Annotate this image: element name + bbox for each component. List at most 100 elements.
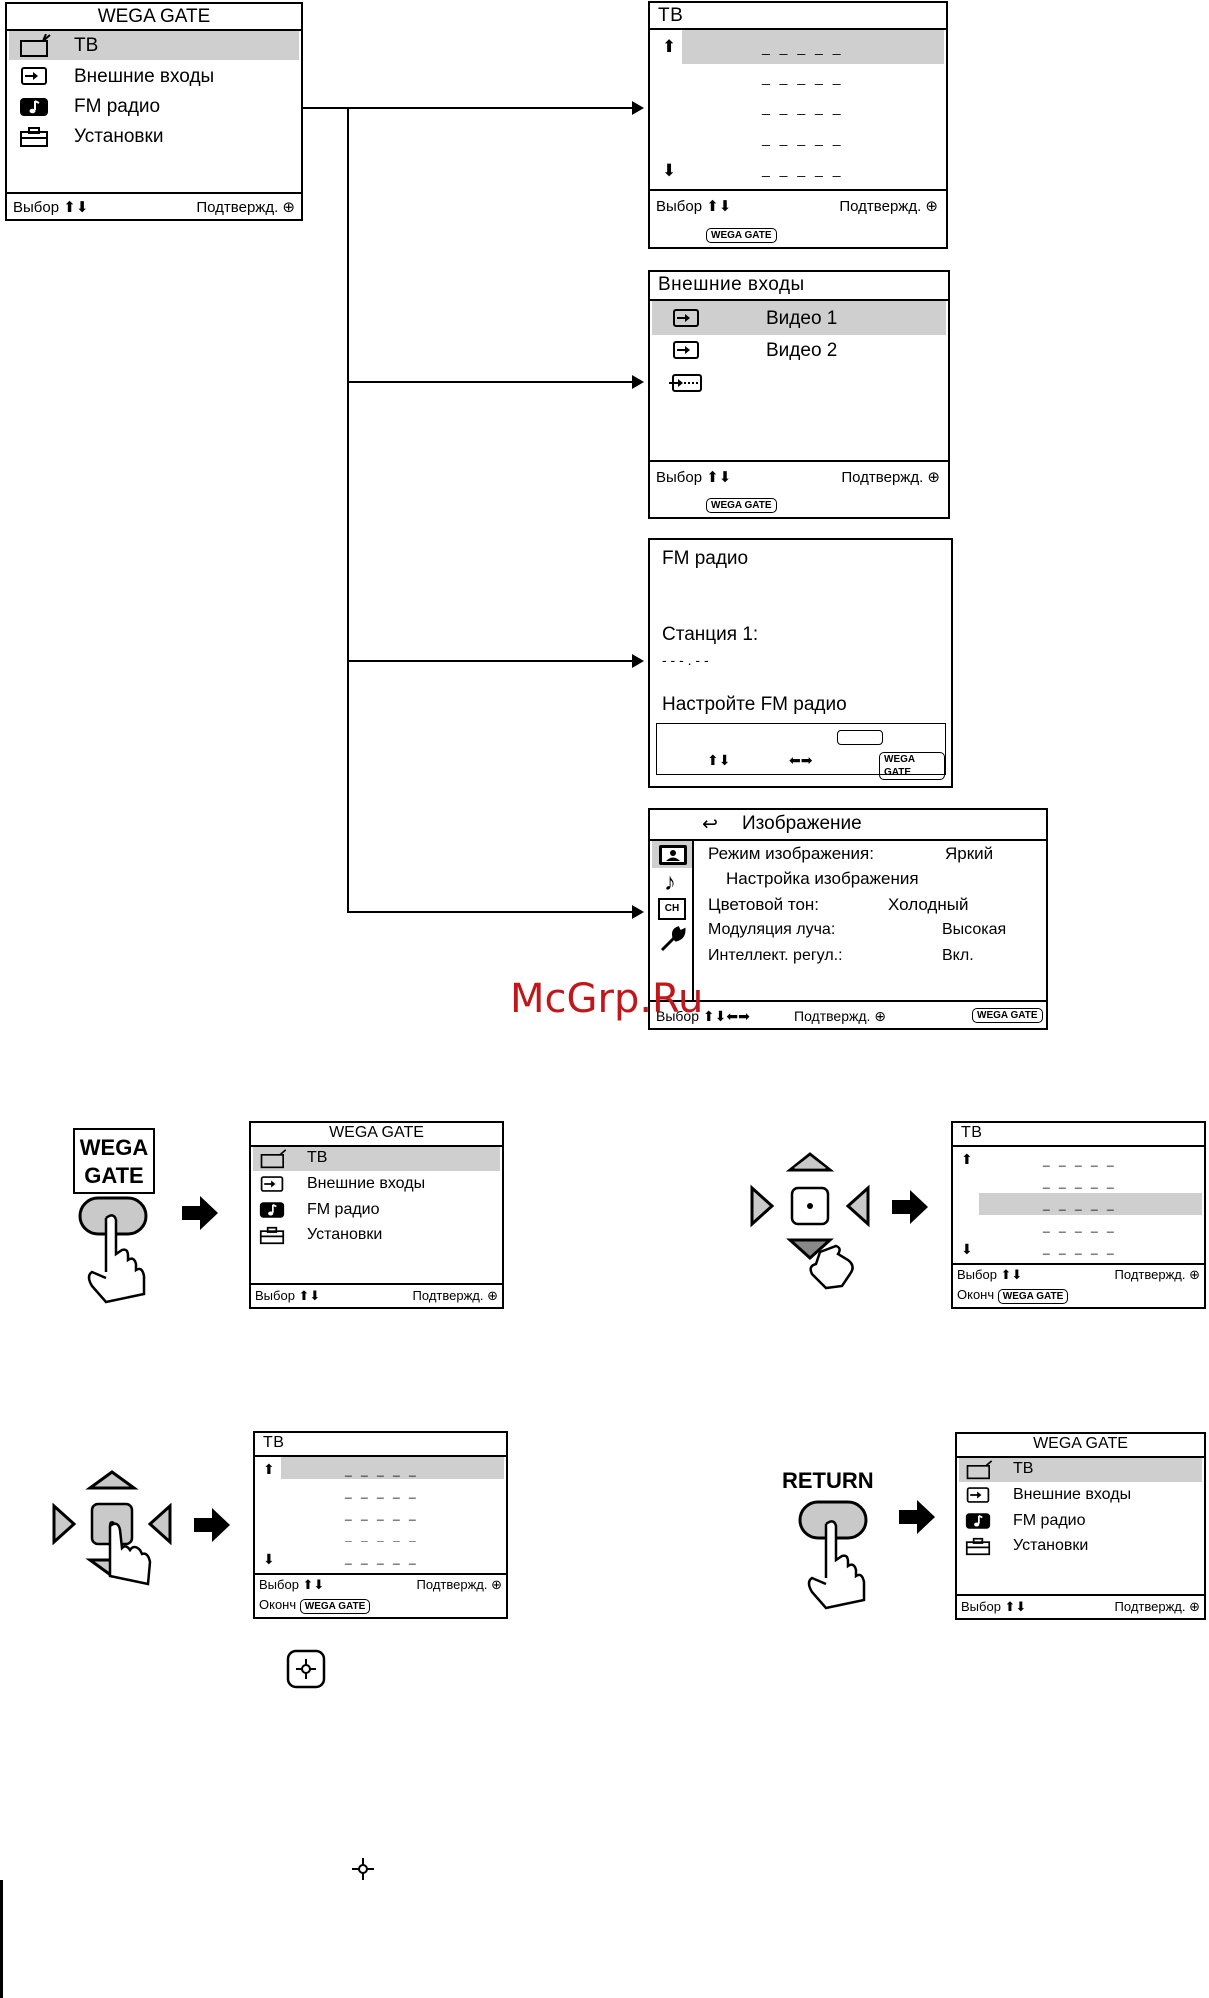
tv-icon (260, 1149, 287, 1169)
menu-item-setup[interactable]: Установки (307, 1226, 383, 1243)
input-icon (673, 341, 699, 359)
footer-confirm: Подтвержд. ⊕ (196, 199, 295, 216)
picture-row-label[interactable]: Настройка изображения (726, 869, 919, 888)
input-icon (21, 67, 47, 85)
down-arrow-icon: ⬇ (961, 1241, 973, 1257)
step-arrow-icon (892, 1190, 928, 1224)
inputs-menu: Внешние входы Видео 1 Видео 2 Выбор ⬆⬇ П… (648, 270, 950, 519)
fm-input-slot[interactable] (837, 730, 883, 745)
channel-slot[interactable]: _ _ _ _ _ (762, 69, 844, 85)
channel-slot[interactable]: _ _ _ _ _ (345, 1507, 419, 1521)
menu-item-inputs[interactable]: Внешние входы (1013, 1486, 1132, 1503)
footer-confirm: Подтвержд. ⊕ (794, 1008, 887, 1024)
channel-slot[interactable]: _ _ _ _ _ (345, 1529, 419, 1543)
menu-item-fm[interactable]: FM радио (74, 96, 161, 117)
up-arrow-icon: ⬆ (263, 1461, 275, 1477)
up-arrow-icon: ⬆ (63, 199, 76, 216)
step-arrow-icon (182, 1196, 218, 1230)
channel-slot[interactable]: _ _ _ _ _ (762, 39, 844, 55)
footer-select: Выбор ⬆⬇ (259, 1577, 325, 1592)
picture-row-value: Яркий (945, 844, 994, 863)
menu-item-tv[interactable]: ТВ (74, 35, 99, 56)
input-video2[interactable]: Видео 2 (766, 340, 838, 361)
footer-select: Выбор ⬆⬇ (961, 1599, 1027, 1614)
inputs-menu-title: Внешние входы (658, 274, 805, 295)
footer-select: Выбор ⬆⬇ (255, 1288, 321, 1303)
footer-confirm: Подтвержд. ⊕ (1114, 1599, 1200, 1614)
tv-menu-step3: ТВ ⬆ _ _ _ _ _ _ _ _ _ _ _ _ _ _ _ _ _ _… (253, 1431, 508, 1619)
tv-menu-title: ТВ (658, 5, 684, 26)
input-icon (673, 309, 699, 327)
down-arrow-icon: ⬇ (662, 161, 677, 180)
channel-slot[interactable]: _ _ _ _ _ (762, 161, 844, 177)
wega-gate-tag: WEGA GATE (879, 752, 945, 780)
input-dotted-icon (669, 374, 702, 392)
channel-slot[interactable]: _ _ _ _ _ (345, 1463, 419, 1477)
footer-select: Выбор ⬆⬇ (957, 1267, 1023, 1282)
fm-control-panel: ⬆⬇ ⬅➡ WEGA GATE (656, 723, 946, 780)
channel-slot[interactable]: _ _ _ _ _ (1043, 1241, 1117, 1255)
picture-row-value: Вкл. (942, 947, 974, 964)
picture-title: Изображение (742, 813, 862, 834)
fm-frequency: - - - . - - (662, 652, 709, 668)
up-arrow-icon: ⬆ (961, 1151, 973, 1167)
fm-station: Станция 1: (662, 624, 759, 645)
dpad-center-press[interactable] (48, 1466, 176, 1596)
picture-row-label[interactable]: Цветовой тон: (708, 895, 820, 914)
fm-menu: FM радио Станция 1: - - - . - - Настройт… (648, 538, 953, 788)
channel-icon: CH (658, 898, 686, 920)
menu-item-setup[interactable]: Установки (1013, 1537, 1089, 1554)
footer-confirm: Подтвержд. ⊕ (839, 198, 938, 215)
tv-menu-step2: ТВ ⬆ _ _ _ _ _ _ _ _ _ _ _ _ _ _ _ _ _ _… (951, 1121, 1206, 1309)
footer-confirm: Подтвержд. ⊕ (412, 1288, 498, 1303)
fm-tune: Настройте FM радио (662, 694, 847, 715)
menu-item-fm[interactable]: FM радио (307, 1201, 380, 1218)
picture-row-label[interactable]: Режим изображения: (708, 844, 874, 863)
picture-menu: ↩ Изображение ♪ CH Режим изображения: Яр… (648, 808, 1048, 1030)
picture-row-label[interactable]: Модуляция луча: (708, 921, 836, 938)
step-arrow-icon (899, 1500, 935, 1534)
menu-item-fm[interactable]: FM радио (1013, 1512, 1086, 1529)
page-margin-rule (0, 1880, 3, 1998)
picture-row-label[interactable]: Интеллект. регул.: (708, 947, 843, 964)
music-note-icon (965, 1513, 991, 1529)
wega-gate-button[interactable] (70, 1190, 160, 1308)
menu-item-tv[interactable]: ТВ (307, 1149, 328, 1166)
wega-gate-menu-step4: WEGA GATE ТВ Внешние входы FM радио Уста… (955, 1432, 1206, 1620)
toolbox-icon (259, 1226, 285, 1245)
channel-slot[interactable]: _ _ _ _ _ (1043, 1219, 1117, 1233)
down-arrow-icon: ⬇ (75, 199, 89, 216)
footer-end: Оконч WEGA GATE (957, 1287, 1069, 1304)
wega-gate-menu: WEGA GATE ТВ Внешние входы FM радио Уста… (5, 2, 303, 221)
input-video1[interactable]: Видео 1 (766, 308, 838, 329)
menu-item-inputs[interactable]: Внешние входы (74, 66, 215, 87)
return-button[interactable] (792, 1496, 882, 1616)
channel-slot[interactable]: _ _ _ _ _ (762, 99, 844, 115)
channel-slot[interactable]: _ _ _ _ _ (762, 130, 844, 146)
wega-gate-menu-step1: WEGA GATE ТВ Внешние входы FM радио Уста… (249, 1121, 504, 1309)
return-button-label: RETURN (782, 1468, 874, 1493)
toolbox-icon (20, 127, 48, 147)
channel-slot[interactable]: _ _ _ _ _ (1043, 1197, 1117, 1211)
tv-menu: ТВ ⬆ _ _ _ _ _ _ _ _ _ _ _ _ _ _ _ _ _ _… (648, 1, 948, 249)
picture-row-value: Холодный (888, 895, 969, 914)
footer-select: Выбор ⬆⬇⬅➡ (656, 1008, 750, 1024)
wrench-icon (660, 926, 686, 952)
menu-item-tv[interactable]: ТВ (1013, 1460, 1034, 1477)
channel-slot[interactable]: _ _ _ _ _ (345, 1551, 419, 1565)
channel-slot[interactable]: _ _ _ _ _ (1043, 1153, 1117, 1167)
picture-icon (659, 845, 687, 865)
enter-button-icon (286, 1649, 326, 1689)
enter-symbol-icon (352, 1858, 374, 1880)
dpad-down-press[interactable] (746, 1148, 874, 1292)
tv-icon (966, 1460, 993, 1480)
step-arrow-icon (194, 1508, 230, 1542)
wega-gate-tag: WEGA GATE (706, 498, 777, 513)
watermark: McGrp.Ru (510, 976, 704, 1022)
channel-slot[interactable]: _ _ _ _ _ (1043, 1175, 1117, 1189)
channel-slot[interactable]: _ _ _ _ _ (345, 1485, 419, 1499)
menu-item-inputs[interactable]: Внешние входы (307, 1175, 426, 1192)
footer-confirm: Подтвержд. ⊕ (416, 1577, 502, 1592)
menu-item-setup[interactable]: Установки (74, 126, 164, 147)
